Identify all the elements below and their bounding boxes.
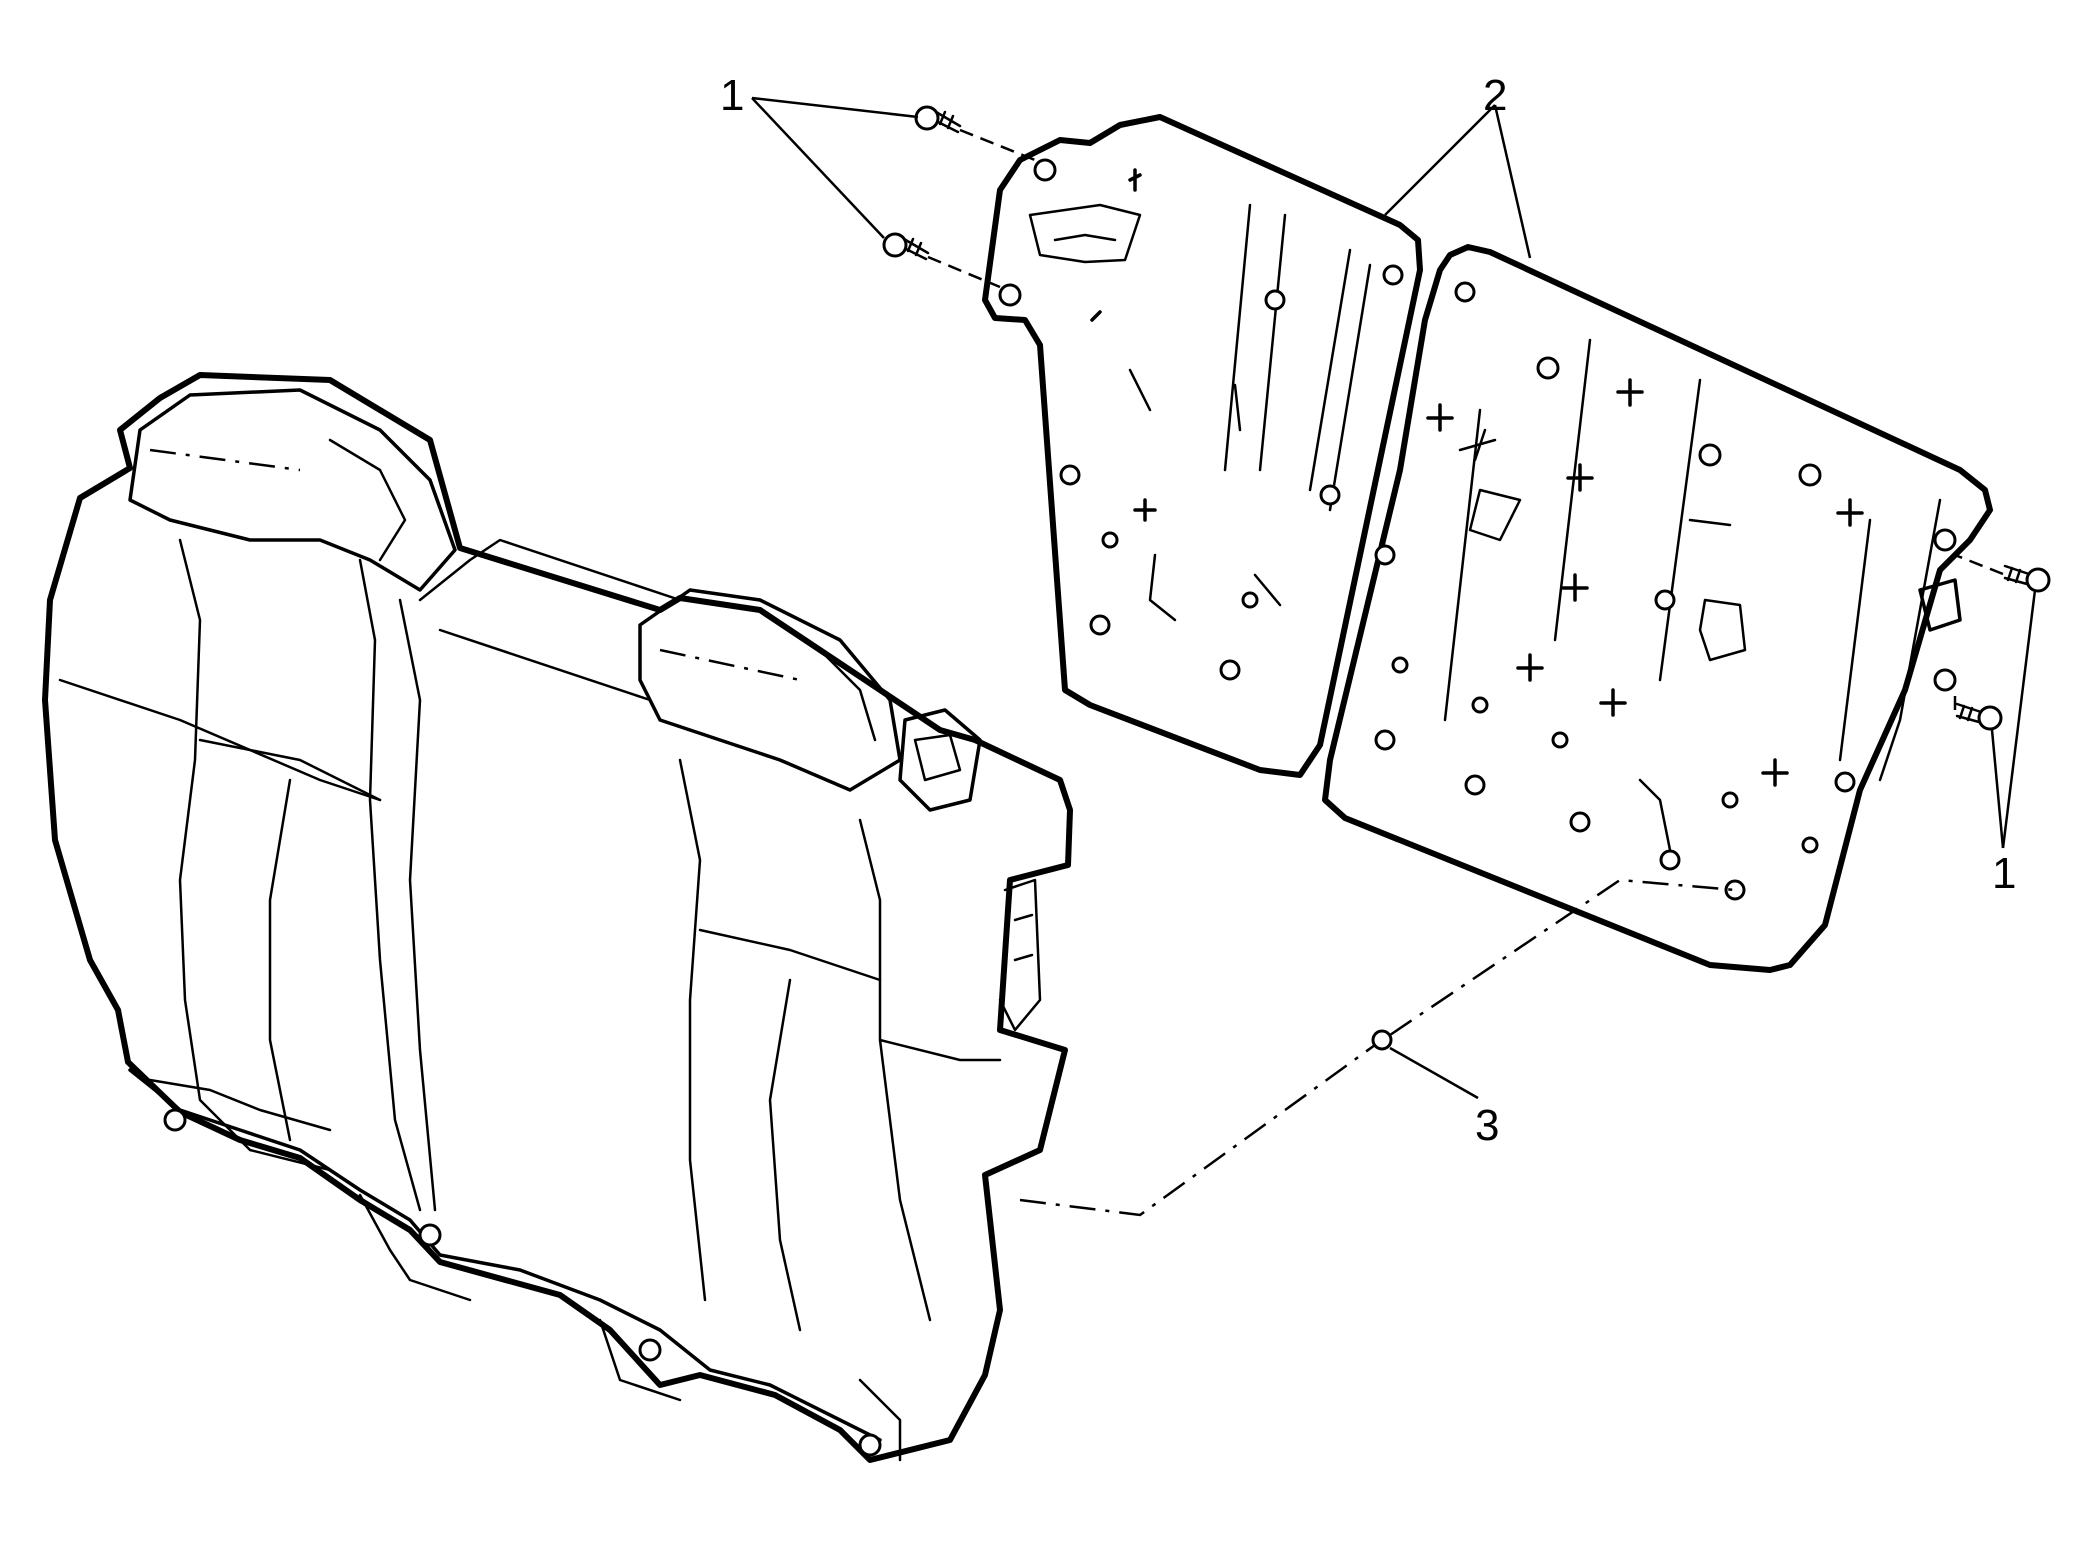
fasteners-right — [1953, 553, 2051, 731]
callout-label-3: 3 — [1475, 1101, 1499, 1150]
screw-icon — [914, 105, 962, 134]
nut-icon — [1371, 1029, 1393, 1051]
callout-label-1-right: 1 — [1992, 849, 2016, 898]
callout-label-2: 2 — [1483, 71, 1507, 120]
screw-icon — [882, 232, 930, 261]
callout-labels: 1 2 1 3 — [720, 71, 2016, 1150]
screw-icon — [1955, 702, 2003, 731]
screw-icon — [2003, 564, 2051, 593]
rear-panel-left — [982, 114, 1423, 778]
panel-right-fasteners — [1374, 281, 1957, 901]
fasteners-top-left — [882, 105, 1036, 289]
retainer-nut — [1371, 1029, 1393, 1051]
callout-label-1-top: 1 — [720, 71, 744, 120]
seat-back-assembly — [42, 372, 1073, 1463]
panel-left-fasteners — [998, 158, 1404, 681]
rear-panel-right — [1322, 244, 1993, 973]
leader-lines — [751, 96, 2037, 1217]
